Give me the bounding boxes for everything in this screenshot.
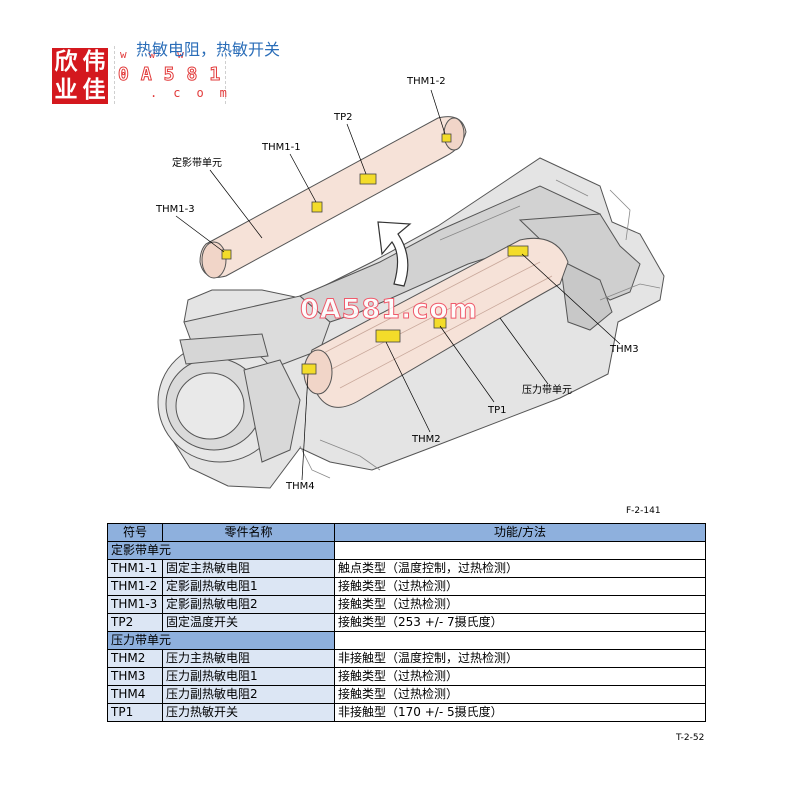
cell-name: 固定温度开关 — [162, 613, 335, 632]
watermark-number: 0A581 — [117, 64, 233, 86]
table-row: THM1-2 定影副热敏电阻1 接触类型（过热检测） — [107, 577, 706, 596]
cell-function: 触点类型（温度控制，过热检测） — [334, 559, 706, 578]
lift-arrow — [377, 221, 412, 287]
logo-char: 欣 — [54, 48, 78, 75]
group-row: 定影带单元 — [107, 541, 706, 560]
label-thm2: THM2 — [411, 434, 441, 445]
cell-name: 压力主热敏电阻 — [162, 649, 335, 668]
cell-symbol: THM2 — [107, 649, 163, 668]
table-row: THM3 压力副热敏电阻1 接触类型（过热检测） — [107, 667, 706, 686]
fixing-unit-diagram: THM1-2 TP2 THM1-1 定影带单元 THM1-3 THM3 压力带单… — [155, 76, 665, 492]
cell-symbol: THM1-3 — [107, 595, 163, 614]
cell-symbol: TP1 — [107, 703, 163, 722]
label-fixing-belt-unit: 定影带单元 — [172, 156, 222, 169]
label-thm4: THM4 — [285, 481, 315, 492]
page-title: 热敏电阻，热敏开关 — [136, 40, 281, 59]
fixing-belt-unit — [199, 116, 467, 279]
figure-id: F-2-141 — [626, 506, 661, 516]
cell-name: 压力副热敏电阻2 — [162, 685, 335, 704]
group-row: 压力带单元 — [107, 631, 706, 650]
table-row: TP1 压力热敏开关 非接触型（170 +/- 5摄氏度） — [107, 703, 706, 722]
center-watermark: 0A581.com — [300, 294, 478, 326]
label-thm3: THM3 — [609, 344, 639, 355]
logo-char: 业 — [54, 76, 78, 103]
thm1-3-sensor — [221, 249, 232, 260]
label-thm1-3: THM1-3 — [155, 204, 195, 215]
thm1-1-sensor — [311, 201, 323, 213]
thm3-sensor — [507, 245, 529, 257]
header-symbol: 符号 — [107, 523, 163, 542]
cell-symbol: TP2 — [107, 613, 163, 632]
thm1-2-sensor — [441, 133, 452, 143]
label-pressure-belt-unit: 压力带单元 — [522, 383, 572, 396]
cell-symbol: THM1-1 — [107, 559, 163, 578]
tp2-switch — [359, 173, 377, 185]
header-part-name: 零件名称 — [162, 523, 335, 542]
group-title: 压力带单元 — [107, 631, 335, 650]
watermark-frame — [114, 46, 226, 104]
company-logo: 欣 伟 业 佳 — [52, 48, 108, 104]
table-row: THM2 压力主热敏电阻 非接触型（温度控制，过热检测） — [107, 649, 706, 668]
cell-name: 定影副热敏电阻1 — [162, 577, 335, 596]
sensor-parts — [221, 133, 529, 375]
logo-char: 伟 — [82, 48, 106, 75]
cell-function: 接触类型（253 +/- 7摄氏度） — [334, 613, 706, 632]
tp1-switch — [433, 317, 447, 329]
cell-function: 接触类型（过热检测） — [334, 685, 706, 704]
table-row: THM4 压力副热敏电阻2 接触类型（过热检测） — [107, 685, 706, 704]
table-row: TP2 固定温度开关 接触类型（253 +/- 7摄氏度） — [107, 613, 706, 632]
cell-function: 非接触型（温度控制，过热检测） — [334, 649, 706, 668]
label-tp1: TP1 — [487, 405, 507, 416]
cell-function: 接触类型（过热检测） — [334, 577, 706, 596]
cell-name: 固定主热敏电阻 — [162, 559, 335, 578]
watermark-com: .com — [150, 86, 243, 100]
table-row: THM1-3 定影副热敏电阻2 接触类型（过热检测） — [107, 595, 706, 614]
cell-symbol: THM1-2 — [107, 577, 163, 596]
table-header-row: 符号 零件名称 功能/方法 — [107, 523, 706, 542]
label-tp2: TP2 — [333, 112, 353, 123]
cell-symbol: THM4 — [107, 685, 163, 704]
cell-function: 接触类型（过热检测） — [334, 595, 706, 614]
body-detail-lines — [299, 179, 661, 479]
label-thm1-1: THM1-1 — [261, 142, 301, 153]
table-id: T-2-52 — [676, 733, 705, 743]
cell-name: 压力副热敏电阻1 — [162, 667, 335, 686]
group-blank — [334, 631, 706, 650]
drive-gear — [157, 333, 301, 463]
thm4-sensor — [301, 363, 317, 375]
parts-table: 符号 零件名称 功能/方法 定影带单元 THM1-1 固定主热敏电阻 触点类型（… — [107, 523, 706, 722]
logo-char: 佳 — [82, 76, 106, 103]
label-thm1-2: THM1-2 — [406, 76, 446, 87]
cell-name: 定影副热敏电阻2 — [162, 595, 335, 614]
header-function: 功能/方法 — [334, 523, 706, 542]
cell-function: 非接触型（170 +/- 5摄氏度） — [334, 703, 706, 722]
group-title: 定影带单元 — [107, 541, 335, 560]
table-row: THM1-1 固定主热敏电阻 触点类型（温度控制，过热检测） — [107, 559, 706, 578]
leader-lines — [175, 89, 621, 481]
thm2-sensor — [375, 329, 401, 343]
cell-function: 接触类型（过热检测） — [334, 667, 706, 686]
cell-symbol: THM3 — [107, 667, 163, 686]
cell-name: 压力热敏开关 — [162, 703, 335, 722]
group-blank — [334, 541, 706, 560]
watermark-www: www — [120, 48, 206, 61]
